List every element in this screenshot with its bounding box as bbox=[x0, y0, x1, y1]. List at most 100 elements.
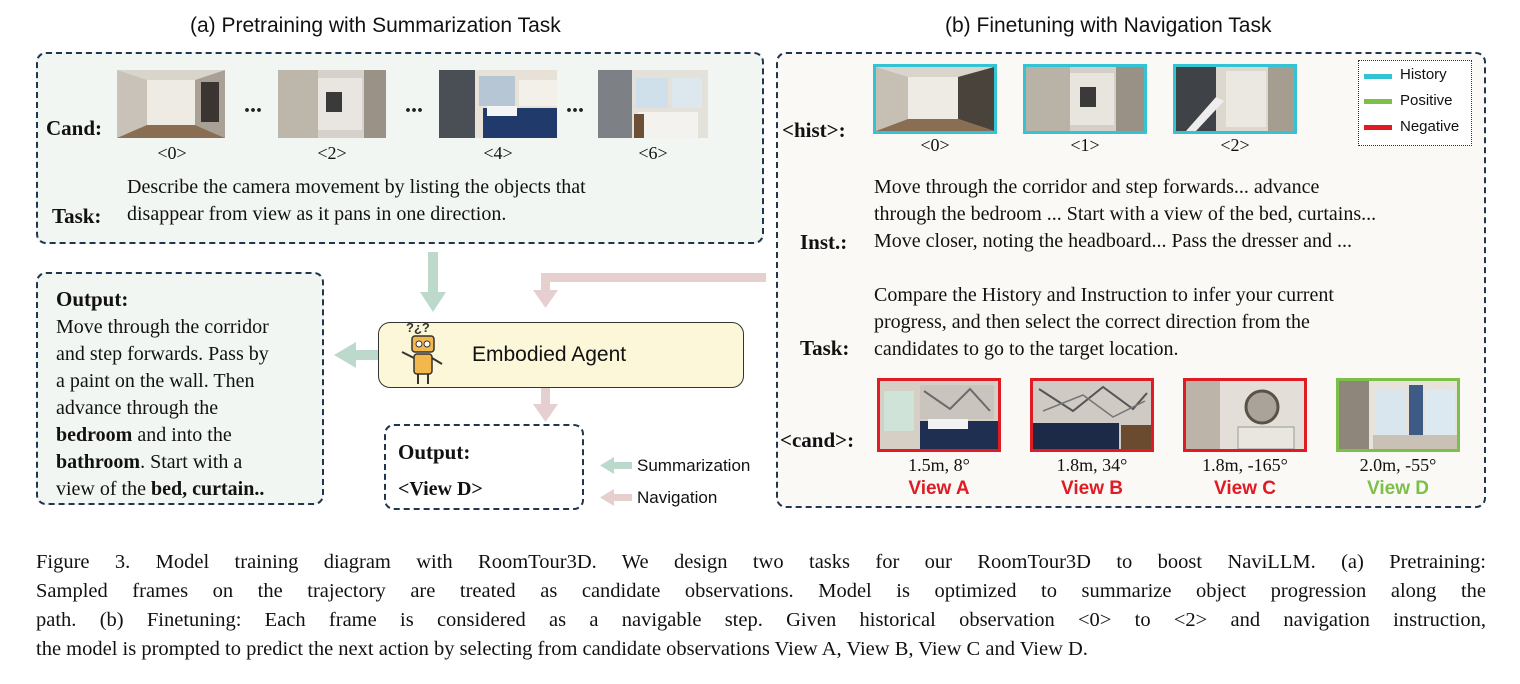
summarization-legend-arrow-shaft bbox=[614, 462, 632, 469]
output-a-line6: bathroom. Start with a bbox=[56, 449, 242, 476]
bold-bedroom: bedroom bbox=[56, 424, 133, 446]
output-a-line1: Move through the corridor bbox=[56, 316, 269, 338]
task-a-label: Task: bbox=[52, 204, 102, 228]
view-b-label[interactable]: View B bbox=[1061, 478, 1123, 499]
navigation-arrow-shaft-3 bbox=[541, 388, 550, 406]
bathroom-photo-icon bbox=[1339, 381, 1457, 449]
cand-caption-2: <2> bbox=[317, 143, 347, 163]
output-a-line5: bedroom and into the bbox=[56, 422, 232, 449]
task-b-line3: candidates to go to the target location. bbox=[874, 338, 1179, 360]
cand-frame-6 bbox=[598, 70, 708, 138]
line6-rest: . Start with a bbox=[140, 451, 243, 473]
output-a-box bbox=[36, 272, 324, 505]
view-a-label[interactable]: View A bbox=[908, 478, 970, 499]
inst-line3: Move closer, noting the headboard... Pas… bbox=[874, 230, 1352, 252]
dots-1: ... bbox=[244, 92, 262, 118]
output-a-line4: advance through the bbox=[56, 397, 219, 419]
dots-3: ... bbox=[566, 92, 584, 118]
hist-caption-1: <1> bbox=[1070, 135, 1100, 155]
cand-view-c[interactable] bbox=[1183, 378, 1307, 452]
hist-caption-0: <0> bbox=[920, 135, 950, 155]
cand-b-label: <cand>: bbox=[780, 428, 855, 452]
hist-label: <hist>: bbox=[782, 118, 846, 142]
task-a-line1: Describe the camera movement by listing … bbox=[127, 176, 586, 198]
output-a-line7: view of the bed, curtain.. bbox=[56, 476, 264, 503]
output-a-line2: and step forwards. Pass by bbox=[56, 343, 269, 365]
summarization-legend-label: Summarization bbox=[637, 456, 751, 475]
hist-caption-2: <2> bbox=[1220, 135, 1250, 155]
cand-a-dist: 1.5m, 8° bbox=[908, 455, 970, 475]
bedroom-photo-icon bbox=[1033, 381, 1151, 449]
task-b-line1: Compare the History and Instruction to i… bbox=[874, 284, 1334, 306]
panel-b-title: (b) Finetuning with Navigation Task bbox=[945, 14, 1272, 37]
summarization-arrow-shaft-1 bbox=[428, 252, 438, 296]
dots-2: ... bbox=[405, 92, 423, 118]
cand-c-dist: 1.8m, -165° bbox=[1202, 455, 1288, 475]
panel-a-title: (a) Pretraining with Summarization Task bbox=[190, 14, 561, 37]
cand-frame-4 bbox=[439, 70, 557, 138]
caption-line4: the model is prompted to predict the nex… bbox=[36, 638, 1088, 660]
bold-bathroom: bathroom bbox=[56, 451, 141, 473]
cand-caption-0: <0> bbox=[157, 143, 187, 163]
output-b-label: Output: bbox=[398, 440, 471, 464]
positive-swatch bbox=[1364, 99, 1392, 104]
bedroom-photo-icon bbox=[598, 70, 708, 138]
output-b-box bbox=[384, 424, 584, 510]
corridor-photo-icon bbox=[1026, 67, 1144, 131]
cand-frame-0 bbox=[117, 70, 225, 138]
bold-bed-curtain: bed, curtain.. bbox=[150, 478, 265, 500]
summarization-arrow-head-2 bbox=[334, 342, 356, 368]
cand-b-dist: 1.8m, 34° bbox=[1056, 455, 1128, 475]
cand-view-a[interactable] bbox=[877, 378, 1001, 452]
svg-text:?¿?: ?¿? bbox=[406, 320, 430, 335]
cand-caption-4: <4> bbox=[483, 143, 513, 163]
navigation-legend-arrow-head bbox=[600, 489, 614, 506]
legend-history: History bbox=[1400, 66, 1447, 83]
output-a-line3: a paint on the wall. Then bbox=[56, 370, 255, 392]
summarization-arrow-shaft-2 bbox=[352, 350, 378, 360]
robot-icon: ?¿? bbox=[396, 318, 448, 386]
hist-frame-1 bbox=[1023, 64, 1147, 134]
cand-d-dist: 2.0m, -55° bbox=[1359, 455, 1437, 475]
hist-frame-2 bbox=[1173, 64, 1297, 134]
negative-swatch bbox=[1364, 125, 1392, 130]
inst-line2: through the bedroom ... Start with a vie… bbox=[874, 203, 1377, 225]
hist-frame-0 bbox=[873, 64, 997, 134]
view-d-label[interactable]: View D bbox=[1367, 478, 1429, 499]
staircase-photo-icon bbox=[1176, 67, 1294, 131]
summarization-legend-arrow-head bbox=[600, 457, 614, 474]
cand-view-b[interactable] bbox=[1030, 378, 1154, 452]
view-c-label[interactable]: View C bbox=[1214, 478, 1276, 499]
embodied-agent-box bbox=[378, 322, 744, 388]
bedroom-photo-icon bbox=[439, 70, 557, 138]
navigation-arrow-head-1 bbox=[533, 290, 558, 308]
inst-line1: Move through the corridor and step forwa… bbox=[874, 176, 1320, 198]
corridor-photo-icon bbox=[278, 70, 386, 138]
cand-label: Cand: bbox=[46, 116, 103, 140]
navigation-arrow-head-2 bbox=[533, 404, 558, 422]
dresser-mirror-photo-icon bbox=[1186, 381, 1304, 449]
line5-rest: and into the bbox=[132, 424, 232, 446]
figure-caption: Figure 3. Model training diagram with Ro… bbox=[36, 548, 1486, 664]
output-a-label: Output: bbox=[56, 287, 129, 311]
navigation-arrow-shaft-1 bbox=[542, 273, 766, 282]
caption-line3: path. (b) Finetuning: Each frame is cons… bbox=[36, 609, 1486, 631]
legend-negative: Negative bbox=[1400, 118, 1460, 135]
bedroom-photo-icon bbox=[880, 381, 998, 449]
caption-line1: Figure 3. Model training diagram with Ro… bbox=[36, 551, 1486, 573]
summarization-arrow-head-1 bbox=[420, 292, 446, 312]
inst-label: Inst.: bbox=[800, 230, 848, 254]
navigation-legend-label: Navigation bbox=[637, 488, 718, 507]
navigation-legend-arrow-shaft bbox=[614, 494, 632, 501]
task-b-line2: progress, and then select the correct di… bbox=[874, 311, 1310, 333]
line7-pre: view of the bbox=[56, 478, 151, 500]
cand-frame-2 bbox=[278, 70, 386, 138]
caption-line2: Sampled frames on the trajectory are tre… bbox=[36, 580, 1486, 602]
embodied-agent-label: Embodied Agent bbox=[472, 343, 627, 366]
output-b-value: <View D> bbox=[398, 478, 483, 500]
cand-view-d[interactable] bbox=[1336, 378, 1460, 452]
legend-positive: Positive bbox=[1400, 92, 1453, 109]
corridor-photo-icon bbox=[876, 67, 994, 131]
corridor-photo-icon bbox=[117, 70, 225, 138]
